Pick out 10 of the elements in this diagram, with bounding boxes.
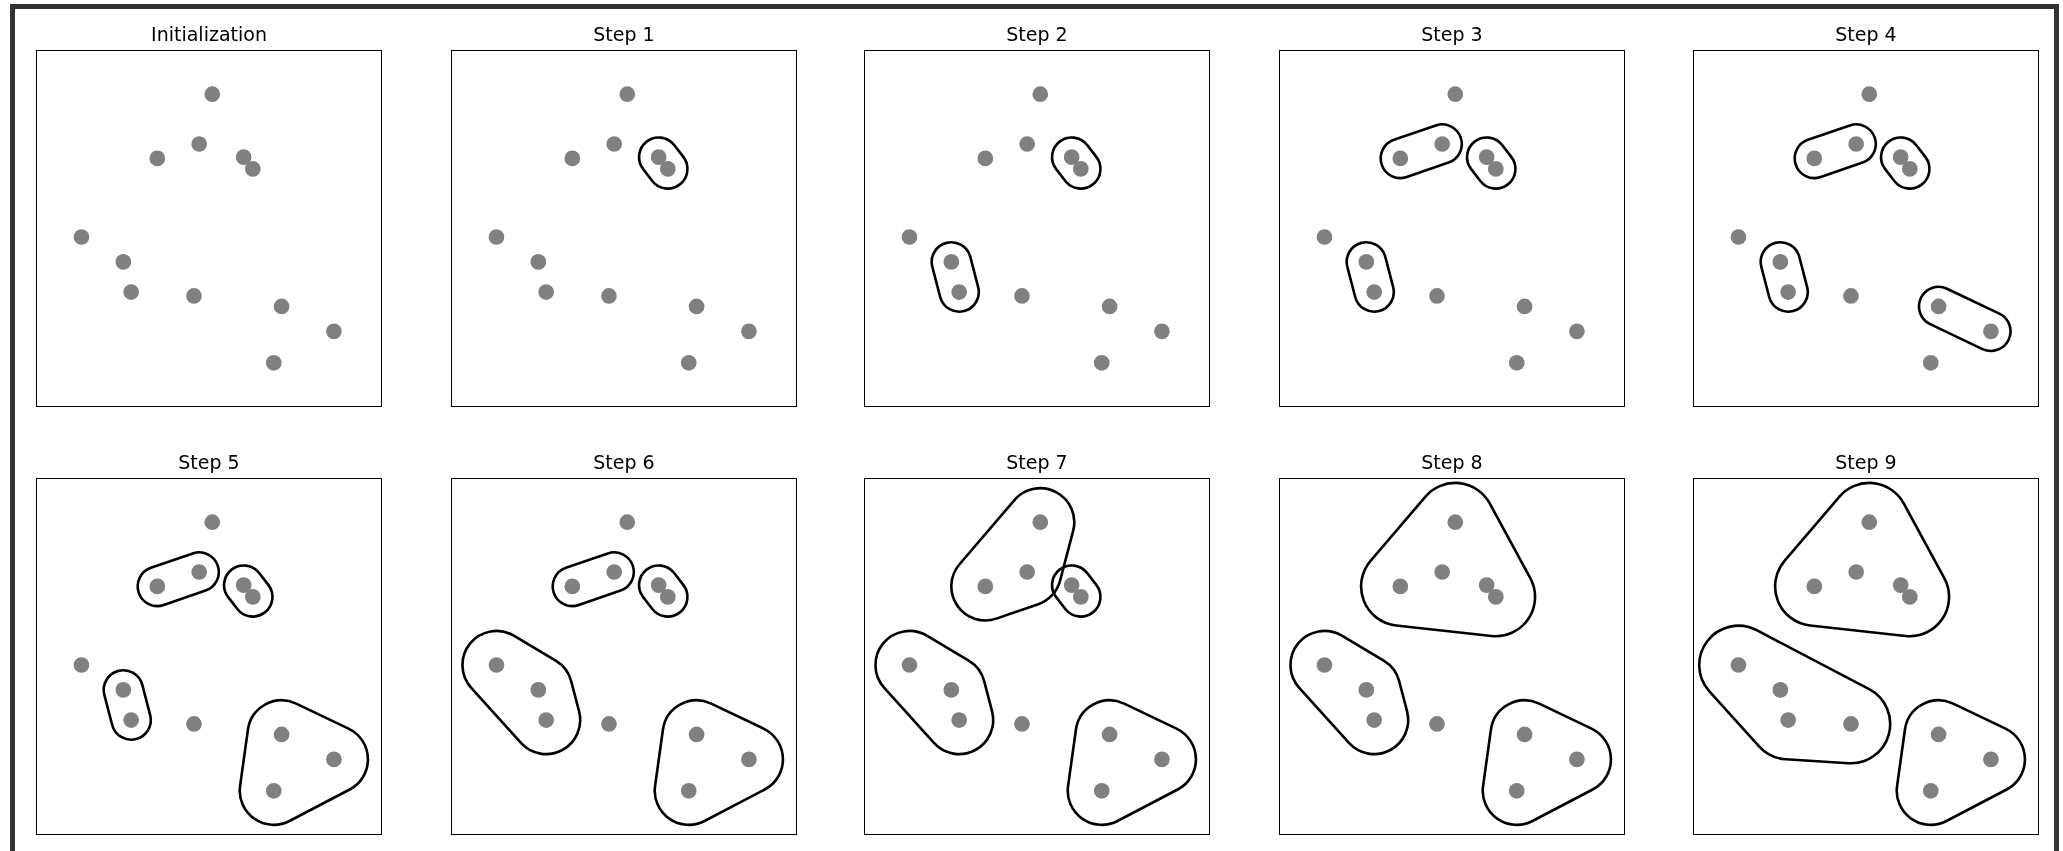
panel-title: Step 7 xyxy=(1005,450,1069,474)
panel-title: Step 5 xyxy=(177,450,241,474)
panel-title: Step 8 xyxy=(1420,450,1484,474)
panel-title: Step 9 xyxy=(1834,450,1898,474)
panel-title: Step 4 xyxy=(1834,22,1898,46)
panel-title: Step 2 xyxy=(1005,22,1069,46)
panel-title: Initialization xyxy=(150,22,268,46)
panel-title: Step 6 xyxy=(592,450,656,474)
panel-title: Step 3 xyxy=(1420,22,1484,46)
panel-title: Step 1 xyxy=(592,22,656,46)
